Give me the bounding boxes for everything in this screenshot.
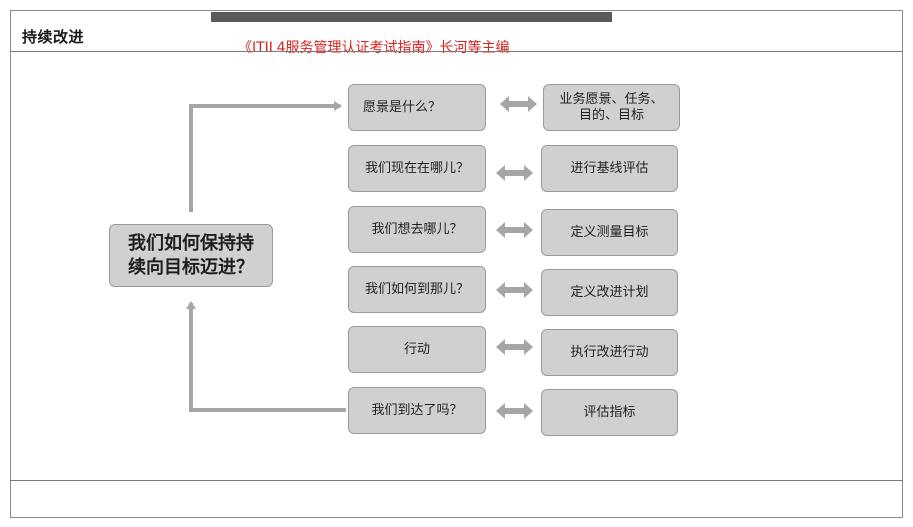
top-decoration-bar <box>211 12 612 22</box>
question-box-how-to-get: 我们如何到那儿？ <box>348 266 486 313</box>
question-text: 行动 <box>403 341 430 357</box>
central-question-text: 我们如何保持持续向目标迈进？ <box>128 232 254 278</box>
loop-arrow-top <box>189 101 342 212</box>
question-text: 愿景是什么？ <box>363 99 442 115</box>
slide-frame <box>10 10 903 518</box>
answer-text: 定义测量目标 <box>570 224 649 240</box>
question-text: 我们如何到那儿？ <box>364 281 469 297</box>
answer-box-improvement-plan: 定义改进计划 <box>541 269 678 316</box>
double-arrow-2 <box>496 165 533 181</box>
answer-box-measurable-targets: 定义测量目标 <box>541 209 678 256</box>
answer-box-baseline: 进行基线评估 <box>541 145 678 192</box>
central-question-box: 我们如何保持持续向目标迈进？ <box>109 224 273 287</box>
question-box-target-state: 我们想去哪儿？ <box>348 206 486 253</box>
loop-arrow-bottom <box>186 301 346 412</box>
answer-text: 评估指标 <box>583 404 636 420</box>
question-text: 我们到达了吗？ <box>371 402 463 418</box>
source-citation: 《ITIL4服务管理认证考试指南》长河等主编 <box>238 40 510 56</box>
answer-box-evaluate-metrics: 评估指标 <box>541 389 678 436</box>
answer-text: 执行改进行动 <box>570 344 649 360</box>
double-arrow-3 <box>496 222 533 238</box>
answer-box-execute-improvement: 执行改进行动 <box>541 329 678 376</box>
page-title: 持续改进 <box>22 28 85 46</box>
question-box-vision: 愿景是什么？ <box>348 84 486 131</box>
question-box-action: 行动 <box>348 326 486 373</box>
question-box-arrived: 我们到达了吗？ <box>348 387 486 434</box>
footer-divider <box>10 480 903 481</box>
question-text: 我们想去哪儿？ <box>371 221 463 237</box>
answer-text: 业务愿景、任务、目的、目标 <box>559 91 664 123</box>
answer-text: 进行基线评估 <box>570 160 649 176</box>
answer-text: 定义改进计划 <box>570 284 649 300</box>
double-arrow-1 <box>500 96 537 112</box>
double-arrow-4 <box>496 282 533 298</box>
double-arrow-5 <box>496 339 533 355</box>
question-box-current-state: 我们现在在哪儿？ <box>348 145 486 192</box>
question-text: 我们现在在哪儿？ <box>364 160 469 176</box>
double-arrow-6 <box>496 403 533 419</box>
answer-box-business-vision: 业务愿景、任务、目的、目标 <box>543 84 680 131</box>
double-arrows <box>496 96 537 419</box>
header-divider <box>10 51 903 52</box>
